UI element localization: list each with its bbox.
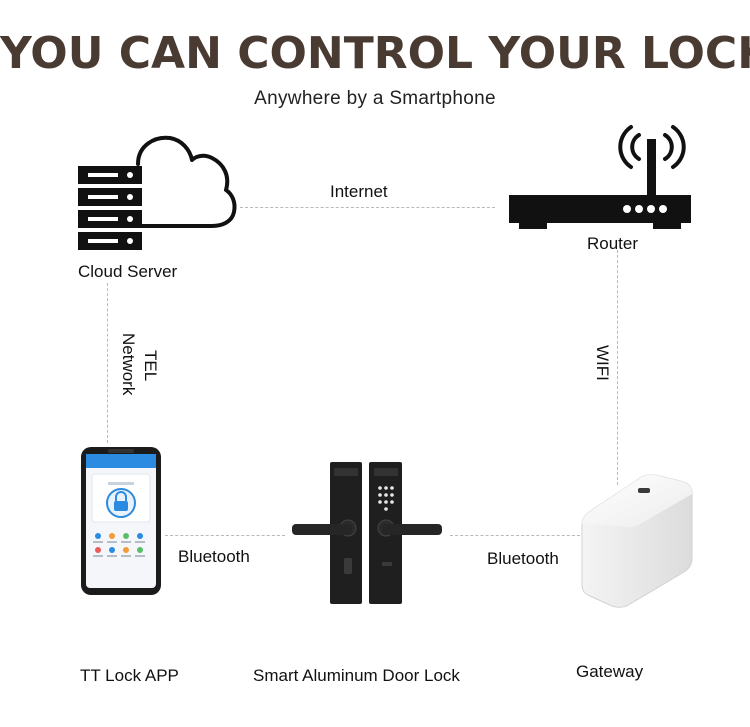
- door-lock-icon: [292, 462, 442, 604]
- wifi-connector: [617, 250, 618, 485]
- wifi-label: WIFI: [593, 345, 612, 381]
- cloud-server-icon: [78, 135, 237, 250]
- internet-label: Internet: [330, 182, 388, 201]
- network-label: Network: [119, 333, 138, 396]
- bluetooth-lock-gateway-connector: [450, 535, 580, 536]
- bluetooth-app-lock-label: Bluetooth: [178, 547, 250, 566]
- wifi-signal-icon: [618, 125, 686, 169]
- gateway-label: Gateway: [576, 662, 644, 681]
- server-icon: [78, 166, 142, 250]
- gateway-icon: [581, 474, 693, 608]
- router-label: Router: [587, 234, 639, 253]
- bluetooth-lock-gateway-label: Bluetooth: [487, 549, 559, 568]
- bluetooth-app-lock-connector: [165, 535, 285, 536]
- app-label: TT Lock APP: [80, 666, 179, 685]
- tel-network-connector: [107, 283, 108, 443]
- page-subtitle: Anywhere by a Smartphone: [254, 88, 496, 109]
- cloud-icon: [132, 135, 237, 228]
- cloud-server-label: Cloud Server: [78, 262, 178, 281]
- router-icon: [509, 125, 691, 229]
- smartphone-icon: [81, 447, 161, 595]
- internet-connector: [240, 207, 495, 208]
- tel-label: TEL: [141, 350, 160, 382]
- padlock-icon: [114, 491, 128, 511]
- lock-label: Smart Aluminum Door Lock: [253, 666, 460, 685]
- page-title: YOU CAN CONTROL YOUR LOCK: [0, 28, 750, 79]
